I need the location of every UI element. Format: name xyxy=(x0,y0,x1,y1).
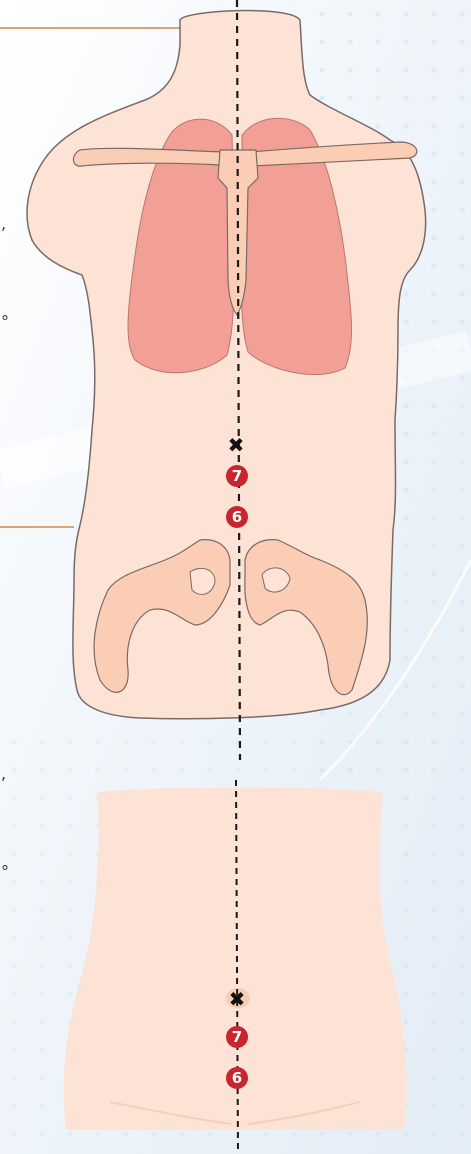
abdomen-cross-marker: ✖ xyxy=(229,987,246,1011)
abdomen-point-6-label: 6 xyxy=(232,1069,242,1087)
abdomen-point-7-label: 7 xyxy=(232,1028,242,1046)
edge-comma-2: , xyxy=(1,764,6,783)
edge-degree-2: ° xyxy=(1,862,9,881)
edge-comma-1: , xyxy=(1,214,6,233)
edge-degree-1: ° xyxy=(1,312,9,331)
